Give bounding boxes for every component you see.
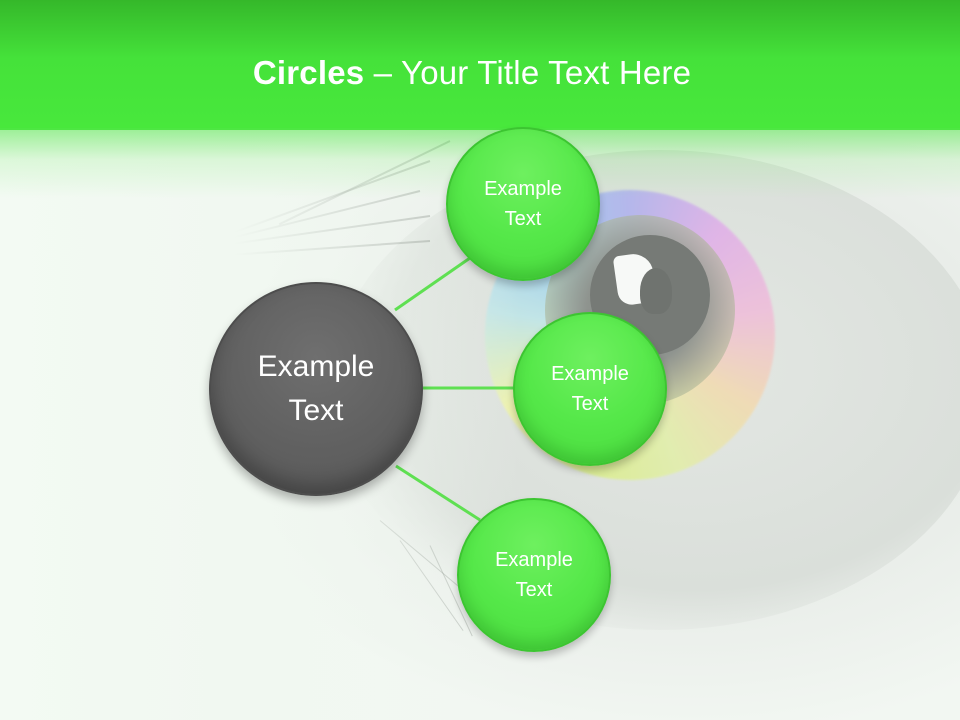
node-line1: Example [551, 363, 629, 385]
slide-title: Circles – Your Title Text Here [0, 54, 944, 92]
center-circle-text: Example Text [258, 345, 375, 433]
node-line2: Text [515, 579, 553, 601]
eye-glint-shadow [640, 268, 672, 314]
header-bar [0, 0, 960, 130]
node-line2: Text [504, 208, 542, 230]
node-text: Example Text [484, 174, 562, 234]
center-line2: Text [288, 394, 344, 427]
node-line1: Example [484, 178, 562, 200]
center-circle[interactable]: Example Text [209, 282, 423, 496]
node-text: Example Text [551, 359, 629, 419]
node-line1: Example [495, 549, 573, 571]
node-text: Example Text [495, 545, 573, 605]
connector-bottom [395, 464, 481, 522]
title-bold: Circles [252, 54, 365, 91]
node-line2: Text [571, 393, 609, 415]
node-circle-top[interactable]: Example Text [446, 127, 600, 281]
title-rest: – Your Title Text Here [364, 54, 692, 91]
node-circle-bottom[interactable]: Example Text [457, 498, 611, 652]
connector-top [394, 256, 471, 312]
node-circle-middle[interactable]: Example Text [513, 312, 667, 466]
center-line1: Example [257, 350, 375, 383]
